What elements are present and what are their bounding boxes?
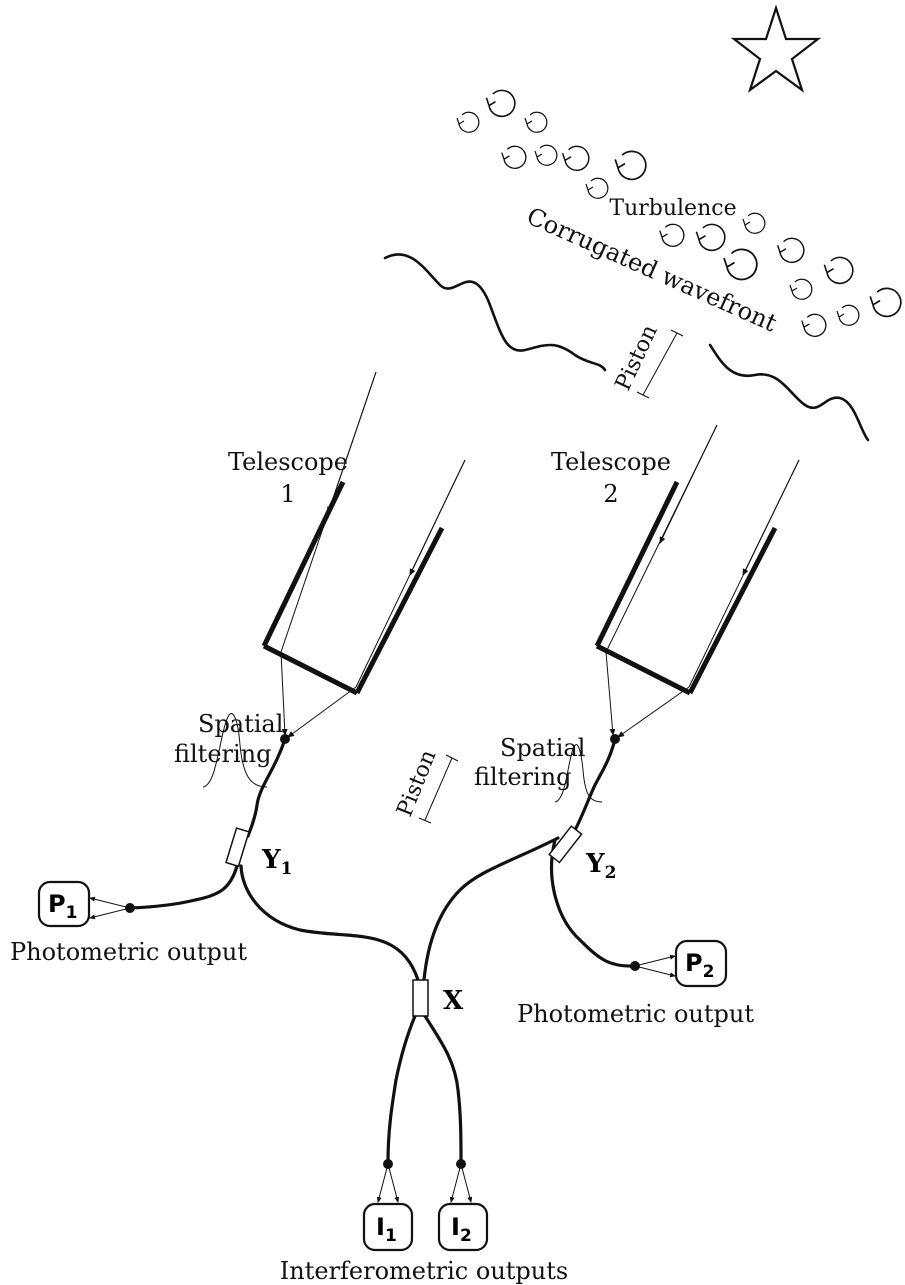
turbulence-eddy-icon [501,145,527,169]
gaussian-profile-1 [202,713,268,788]
coupler-y2-label: Y2 [585,849,616,883]
coupler-y2 [548,825,583,864]
piston-lower [418,754,459,824]
output-arrows [89,896,676,1203]
telescope-2-number: 2 [603,480,618,508]
photometric-output-1-label: Photometric output [10,938,247,966]
turbulence-eddy-icon [585,177,609,199]
turbulence-eddy-icon [695,223,726,252]
coupler-y1 [225,827,250,868]
spatial-filtering-2-line2: filtering [474,763,572,791]
turbulence-eddy-icon [485,89,516,118]
detector-p1: P1 [37,880,91,928]
turbulence-eddy-icon [776,237,805,264]
coupler-x-label: X [443,986,464,1016]
telescope-1-name: Telescope [228,448,348,476]
svg-text:I1: I1 [376,1213,397,1246]
interferometric-outputs-label: Interferometric outputs [280,1257,568,1285]
turbulence-eddy-icon [823,256,854,285]
turbulence-eddy-icon [723,248,758,281]
turbulence-eddy-icon [742,212,766,234]
coupler-y1-label: Y1 [261,845,292,879]
turbulence-eddy-icon [789,278,813,300]
turbulence-eddy-icon [456,111,480,133]
fiber-network [125,734,640,1169]
telescope-1 [261,371,466,738]
turbulence-eddy-icon [614,150,647,181]
star-icon [730,4,822,93]
spatial-filtering-1-line1: Spatial [198,710,283,738]
telescope-2 [594,424,800,738]
turbulence-eddy-icon [524,111,548,133]
photometric-output-2-label: Photometric output [517,1000,754,1028]
detector-i2: I2 [437,1202,489,1252]
svg-text:I2: I2 [451,1213,472,1246]
telescope-1-number: 1 [280,480,295,508]
turbulence-eddy-icon [836,304,860,326]
svg-text:P1: P1 [48,890,77,923]
turbulence-eddy-icon [534,144,558,166]
piston-upper-label: Piston [611,321,663,394]
piston-lower-label: Piston [392,747,441,821]
spatial-filtering-1-line2: filtering [174,740,272,768]
turbulence-label: Turbulence [609,196,736,221]
turbulence-eddy-icon [561,145,590,172]
coupler-x [412,979,429,1017]
detector-p2: P2 [674,939,728,988]
turbulence-eddy-icon [659,223,685,247]
turbulence-eddy-icon [801,313,827,337]
detector-i1: I1 [362,1202,414,1252]
telescope-2-name: Telescope [551,448,671,476]
spatial-filtering-2-line1: Spatial [500,734,585,762]
svg-text:P2: P2 [685,949,714,982]
wavefront-label: Corrugated wavefront [523,202,782,338]
corrugated-wavefront [383,253,870,442]
piston-upper [636,329,684,399]
turbulence-eddy-icon [869,287,902,318]
